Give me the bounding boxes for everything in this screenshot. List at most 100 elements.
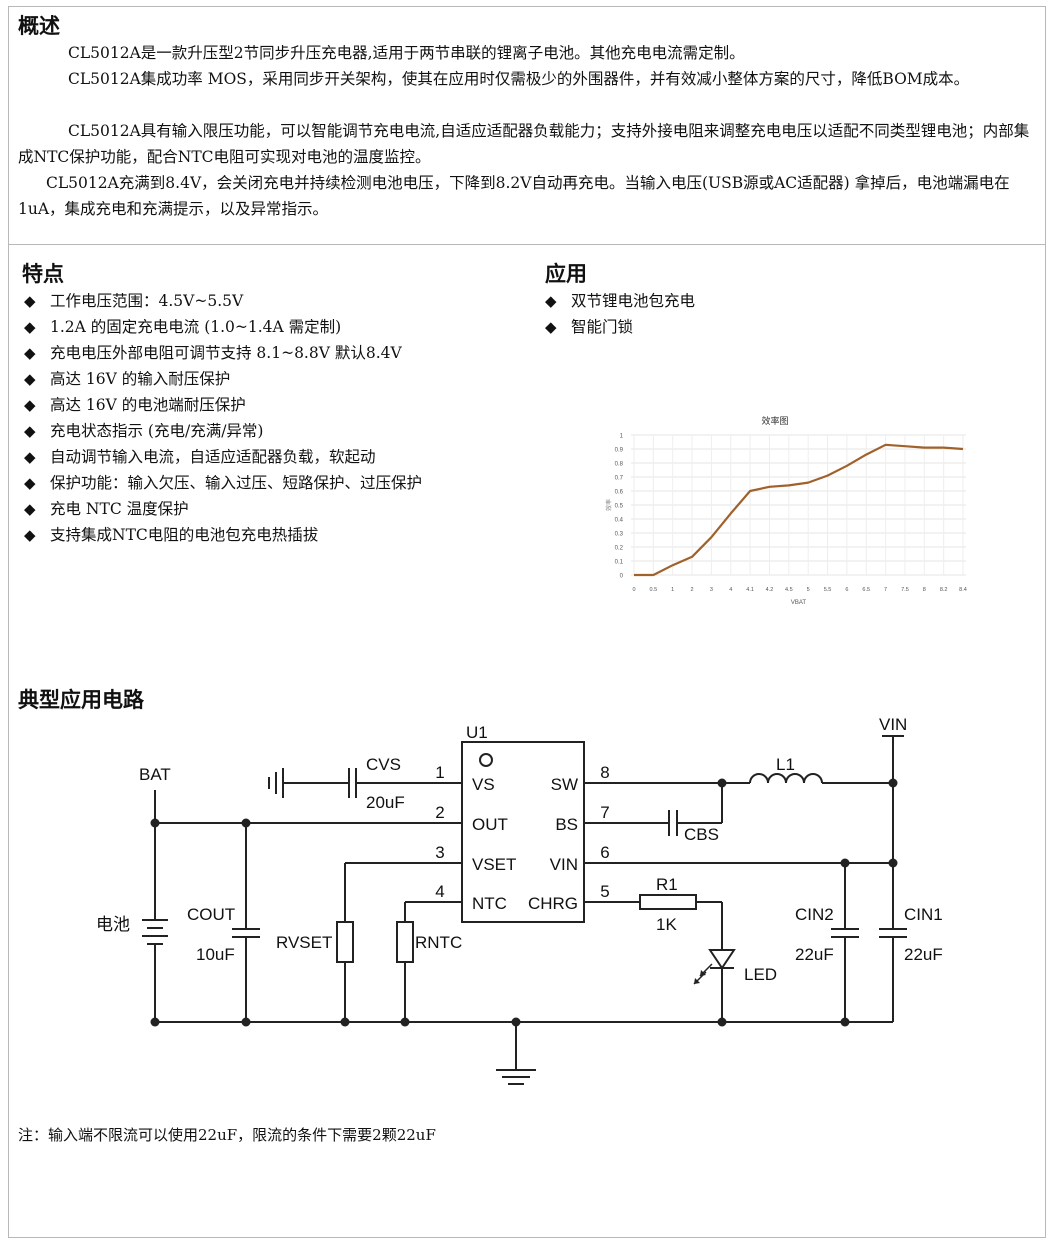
pin-name-vin: VIN [550,855,578,874]
chart-xtick-label: 8 [923,587,926,593]
chart-ytick-label: 1 [620,434,624,440]
chip-label: U1 [466,723,488,742]
cin2-value: 22uF [795,945,834,964]
pin-num-6: 6 [600,843,609,862]
feature-item-text: 充电 NTC 温度保护 [50,500,189,518]
bullet-diamond-icon: ◆ [24,318,36,336]
applications-title: 应用 [545,261,587,286]
pin-name-vs: VS [472,775,495,794]
feature-item: ◆ 工作电压范围：4.5V~5.5V [24,288,422,314]
bullet-diamond-icon: ◆ [545,292,557,310]
pin-name-sw: SW [551,775,578,794]
cout-value: 10uF [196,945,235,964]
chart-xtick-label: 5 [807,587,810,593]
l1-label: L1 [776,755,795,774]
rntc-label: RNTC [415,933,462,952]
overview-paragraph-1: CL5012A是一款升压型2节同步升压充电器,适用于两节串联的锂离子电池。其他充… [68,44,745,62]
chart-xtick-label: 4 [729,587,732,593]
inductor-l1 [749,773,823,784]
rvset-label: RVSET [276,933,332,952]
pin-num-7: 7 [600,803,609,822]
chart-ytick-label: 0.7 [615,476,624,482]
chart-ytick-label: 0.4 [615,518,624,524]
chart-yaxis-label: 效率 [605,499,613,511]
chart-xtick-label: 0 [632,587,635,593]
chart-xtick-label: 3 [710,587,713,593]
pin-num-1: 1 [435,763,444,782]
footnote: 注：输入端不限流可以使用22uF，限流的条件下需要2颗22uF [18,1126,436,1144]
chart-xtick-label: 6.5 [862,587,870,593]
battery-label: 电池 [96,915,130,934]
bullet-diamond-icon: ◆ [24,344,36,362]
cbs-label: CBS [684,825,719,844]
chart-title: 效率图 [761,417,789,427]
section-divider [8,244,1046,245]
feature-item-text: 高达 16V 的电池端耐压保护 [50,396,246,414]
pin-name-ntc: NTC [472,894,507,913]
bullet-diamond-icon: ◆ [24,422,36,440]
feature-item-text: 充电电压外部电阻可调节支持 8.1~8.8V 默认8.4V [50,344,402,362]
page-frame [8,6,1046,1238]
circuit-title: 典型应用电路 [18,687,144,712]
bat-label: BAT [139,765,171,784]
chart-ytick-label: 0.9 [615,448,624,454]
chart-ytick-label: 0.3 [615,532,624,538]
cin2-label: CIN2 [795,905,834,924]
bullet-diamond-icon: ◆ [545,318,557,336]
feature-item: ◆ 高达 16V 的电池端耐压保护 [24,392,422,418]
feature-item: ◆ 充电电压外部电阻可调节支持 8.1~8.8V 默认8.4V [24,340,422,366]
rntc-resistor [396,921,414,963]
bullet-diamond-icon: ◆ [24,500,36,518]
overview-paragraph-4: CL5012A充满到8.4V，会关闭充电并持续检测电池电压，下降到8.2V自动再… [18,174,1010,218]
feature-item-text: 支持集成NTC电阻的电池包充电热插拔 [50,526,319,544]
vin-label: VIN [879,715,907,734]
feature-item-text: 充电状态指示 (充电/充满/异常) [50,422,264,440]
cin1-value: 22uF [904,945,943,964]
application-item: ◆双节锂电池包充电 [545,288,695,314]
chart-ytick-label: 0.1 [615,560,624,566]
chart-ytick-label: 0.2 [615,546,624,552]
feature-item: ◆ 充电 NTC 温度保护 [24,496,422,522]
features-list: ◆ 工作电压范围：4.5V~5.5V ◆ 1.2A 的固定充电电流 (1.0~1.4A… [24,288,422,548]
features-title: 特点 [22,261,64,286]
applications-list: ◆双节锂电池包充电◆智能门锁 [545,288,695,340]
chart-xtick-label: 8.4 [959,587,967,593]
overview-paragraph-3: CL5012A具有输入限压功能，可以智能调节充电电流,自适应适配器负载能力；支持… [18,122,1030,166]
pin-num-4: 4 [435,882,444,901]
feature-item-text: 工作电压范围：4.5V~5.5V [50,292,244,310]
cout-label: COUT [187,905,235,924]
chart-xtick-label: 4.2 [766,587,774,593]
cin1-label: CIN1 [904,905,943,924]
chart-series-line [634,443,964,577]
feature-item: ◆高达 16V 的输入耐压保护 [24,366,422,392]
chart-xtick-label: 7 [884,587,887,593]
pin-name-chrg: CHRG [528,894,578,913]
chart-xtick-label: 1 [671,587,674,593]
feature-item-text: 1.2A 的固定充电电流 (1.0~1.4A 需定制) [50,318,342,336]
bullet-diamond-icon: ◆ [24,448,36,466]
pin-name-out: OUT [472,815,508,834]
bullet-diamond-icon: ◆ [24,292,36,310]
feature-item-text: 高达 16V 的输入耐压保护 [50,370,231,388]
pin-name-bs: BS [555,815,578,834]
rvset-resistor [336,921,354,963]
feature-item: ◆保护功能：输入欠压、输入过压、短路保护、过压保护 [24,470,422,496]
chart-xaxis-label: VBAT [791,600,807,606]
chart-ytick-label: 0.6 [615,490,624,496]
chart-xtick-label: 0.5 [650,587,658,593]
chart-xtick-label: 5.5 [824,587,832,593]
chart-xtick-label: 8.2 [940,587,948,593]
bullet-diamond-icon: ◆ [24,474,36,492]
cvs-value: 20uF [366,793,405,812]
bullet-diamond-icon: ◆ [24,396,36,414]
pin-name-vset: VSET [472,855,516,874]
pin-num-3: 3 [435,843,444,862]
chart-ytick-label: 0.8 [615,462,624,468]
feature-item-text: 自动调节输入电流，自适应适配器负载，软起动 [50,448,376,466]
feature-item: ◆支持集成NTC电阻的电池包充电热插拔 [24,522,422,548]
ic-pin1-marker [479,753,493,767]
r1-label: R1 [656,875,678,894]
led-label: LED [744,965,777,984]
